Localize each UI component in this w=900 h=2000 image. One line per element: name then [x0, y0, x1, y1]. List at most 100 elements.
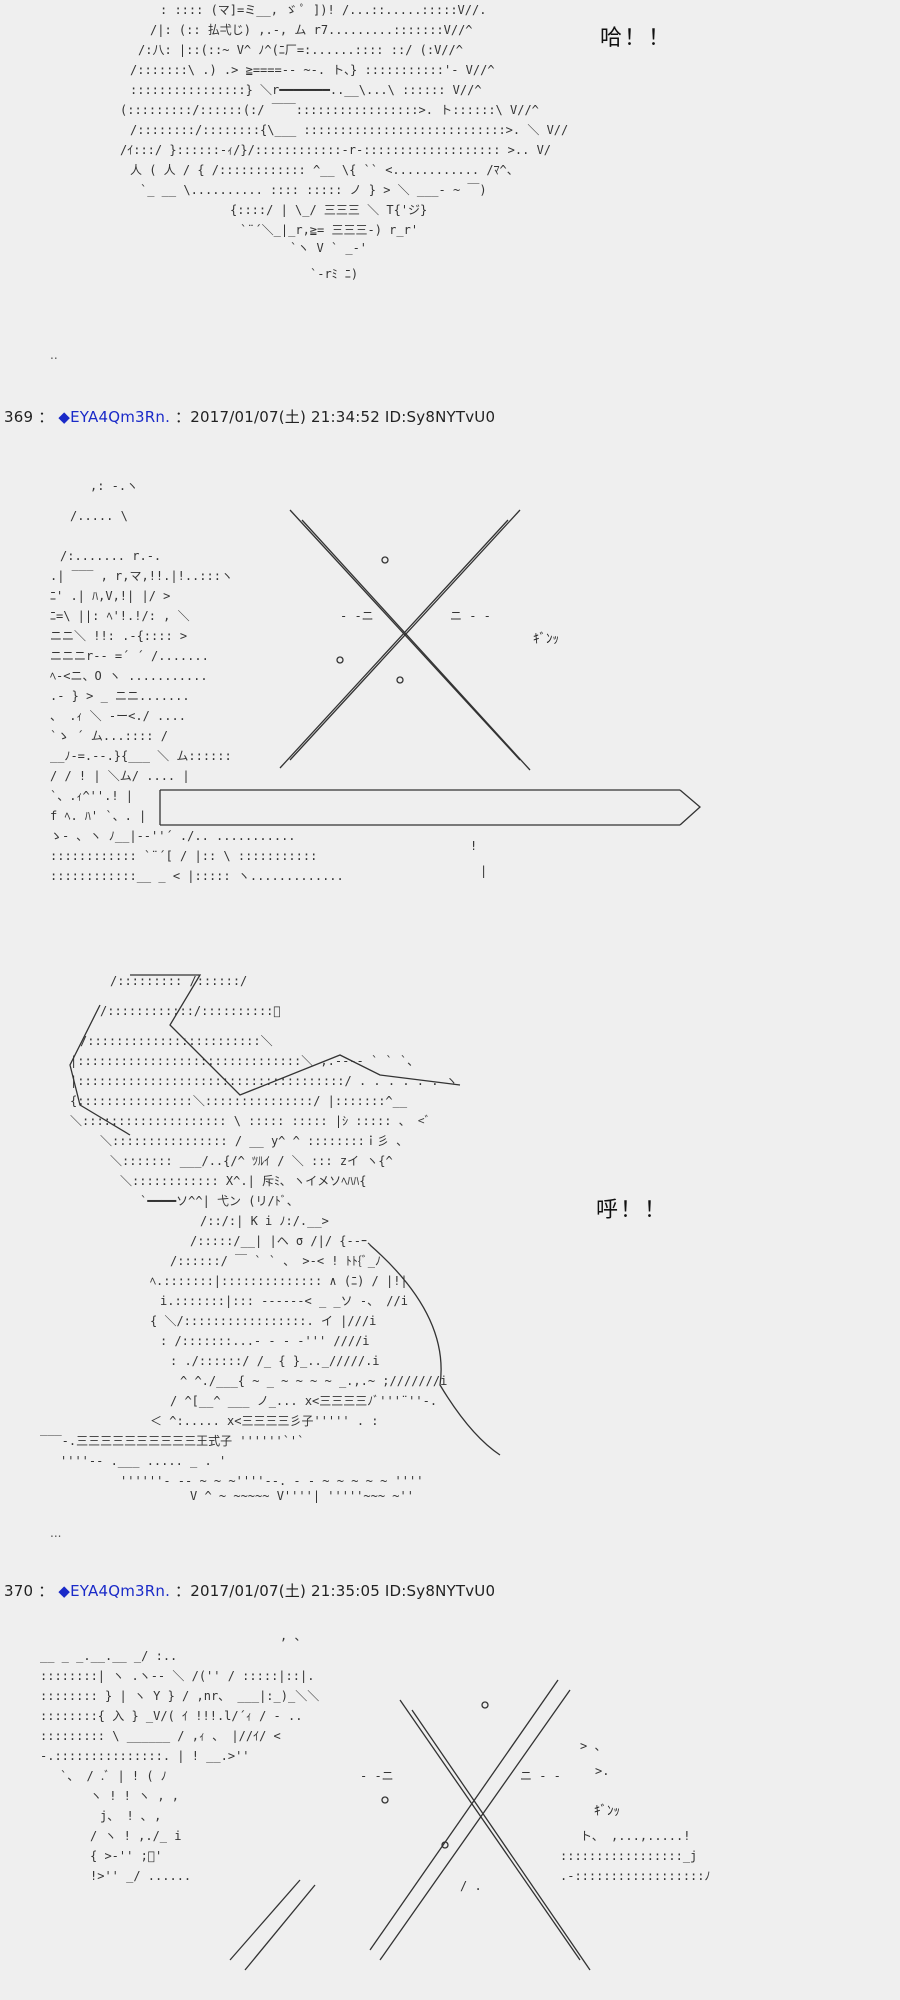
svg-text::::::::::::: `¨´[ / |::: :::::::::::: `¨´[ / |:: \ ::::::::::: [50, 849, 317, 863]
svg-text:/::::::::::::::::::::::::＼: /::::::::::::::::::::::::＼ [80, 1034, 273, 1048]
ellipsis-2: ... [50, 1526, 62, 1540]
post-header-370: 370 ： ◆EYA4Qm3Rn. ：2017/01/07(土) 21:35:0… [4, 1580, 495, 1601]
svg-text:.‐ } > _ ニニ.......: .‐ } > _ ニニ....... [50, 689, 190, 703]
ellipsis-1: .. [50, 348, 58, 362]
svg-text:,: -.ヽ: ,: -.ヽ [90, 479, 138, 493]
trip-code-link[interactable]: EYA4Qm3Rn. [70, 1582, 171, 1600]
post-datetime-id: ：2017/01/07(土) 21:34:52 ID:Sy8NYTvU0 [175, 408, 496, 426]
svg-text:^ ^./___{ ~ _ ~ ~ ~ ~ _.,.~: ^ ^./___{ ~ _ ~ ~ ~ ~ _.,.~ ;///////i [180, 1374, 447, 1388]
svg-text:`¨´＼_|_r,≧= 三三三-) r_r': `¨´＼_|_r,≧= 三三三-) r_r' [240, 223, 418, 237]
svg-text:- -ニ: - -ニ [360, 1769, 394, 1783]
svg-text:ヽ ! ! ヽ , ,: ヽ ! ! ヽ , , [90, 1789, 179, 1803]
svg-text:> 、: > 、 [580, 1739, 606, 1753]
post-separator: ： [38, 408, 54, 426]
svg-text:‐.:::::::::::::::. | !: ‐.:::::::::::::::. | ! __.>'' [40, 1749, 250, 1763]
svg-text:ニニニr-- =´ ´ /.......: ニニニr-- =´ ´ /....... [50, 649, 209, 663]
svg-text:`、 / .ﾞ | ! ( ﾉ: `、 / .ﾞ | ! ( ﾉ [60, 1769, 167, 1783]
post-datetime-id: ：2017/01/07(土) 21:35:05 ID:Sy8NYTvU0 [175, 1582, 496, 1600]
svg-text:/:八: |::(::~ V^ ﾉ^(ﾆ厂=:: /:八: |::(::~ V^ ﾉ^(ﾆ厂=:......:::: ::/ (:… [138, 43, 463, 57]
post-number: 369 [4, 408, 34, 426]
svg-text:ニニ＼ !!: .-{:::: >: ニニ＼ !!: .-{:::: > [50, 629, 187, 643]
svg-text:/|: (:: 払弌じ) ,.-, ム r7: /|: (:: 払弌じ) ,.-, ム r7.........:::::::V/… [150, 23, 473, 37]
svg-text:`ゝ ´ ム...:::: /: `ゝ ´ ム...:::: / [50, 729, 168, 743]
svg-text:::::::::{ 入 } _V/( ｲ !: ::::::::{ 入 } _V/( ｲ !!!.l/´ｨ / - .. [40, 1709, 302, 1723]
svg-text:.| ‾‾‾ , r,マ,!!.|!..:::ヽ: .| ‾‾‾ , r,マ,!!.|!..:::ヽ [50, 569, 233, 583]
ascii-art-second-clash: - -ニ ニ - - , 、 __ _ _.__.__ _/ :.. :::::… [40, 1629, 711, 1971]
sfx-gin-2: ｷﾞﾝｯ [594, 1804, 620, 1819]
svg-text:`_ __ \.......... :::: :: `_ __ \.......... :::: ::::: ノ } > ＼ ___… [140, 183, 487, 197]
svg-text:::::::::| ヽ .ヽ-- ＼ /('': ::::::::| ヽ .ヽ-- ＼ /('' / :::::|::|. [40, 1669, 314, 1683]
svg-text:__ﾉ-=.--.}{___ ＼ ム::::::: __ﾉ-=.--.}{___ ＼ ム:::::: [50, 749, 232, 763]
svg-text:、 .ｨ ＼ -ー<./ ....: 、 .ｨ ＼ -ー<./ .... [50, 709, 186, 723]
svg-text:/::::::/ ￣ ` ` 、 >‐< ! ﾄ: /::::::/ ￣ ` ` 、 >‐< ! ﾄﾄ{ﾞ_ﾉ [170, 1254, 381, 1268]
svg-text:.-::::::::::::::::::ﾉ: .-::::::::::::::::::ﾉ [560, 1869, 711, 1883]
svg-text:ニ - -: ニ - - [450, 609, 491, 623]
svg-text::::::::: } | ヽ Y }: :::::::: } | ヽ Y } / ,nr、 ___|:_)_＼＼ [40, 1689, 319, 1703]
svg-text:: ./::::::/ /_ { }_: : ./::::::/ /_ { }_.._/////.i [170, 1354, 380, 1368]
svg-text:ﾍ.:::::::|:::::::::::::: ∧ (: ﾍ.:::::::|:::::::::::::: ∧ (ﾆ) / |!| [150, 1274, 408, 1288]
svg-text:, 、: , 、 [280, 1629, 306, 1643]
sfx-hu: 呼！！ [596, 1198, 669, 1223]
svg-text:{::::::::::::::::＼::::::::::::: {::::::::::::::::＼:::::::::::::::/ |::::… [70, 1094, 408, 1108]
svg-text:ト、 ,...,.....!: ト、 ,...,.....! [580, 1829, 690, 1843]
svg-text:::::::::::::::::} ＼r━━━━━━━.._: ::::::::::::::::} ＼r━━━━━━━..__\...\ :::… [130, 83, 482, 97]
svg-text:f ﾍ. ﾊ' `、. |: f ﾍ. ﾊ' `、. | [50, 809, 146, 823]
post-separator: ： [38, 1582, 54, 1600]
svg-text:!>'' _/ ......: !>'' _/ ...... [90, 1869, 191, 1883]
svg-text::::::::::::::::::_j: :::::::::::::::::_j [560, 1849, 697, 1863]
sfx-ha: 哈！！ [600, 26, 673, 51]
svg-text:|:::::::::::::::::::::::::::::: |:::::::::::::::::::::::::::::::＼ ,.----… [70, 1054, 419, 1068]
svg-text:/ ^[__^ ___ ノ_... x<三三三三ﾉﾞ': / ^[__^ ___ ノ_... x<三三三三ﾉﾞ'''¨''-. [170, 1394, 437, 1408]
svg-text:::::::::: \ ______ / ,ｨ 、 |: ::::::::: \ ______ / ,ｨ 、 |//ｲ/ < [40, 1729, 281, 1743]
svg-text:- -ニ: - -ニ [340, 609, 374, 623]
sfx-gin-1: ｷﾞﾝｯ [533, 632, 559, 647]
svg-text:ﾍ‐<ニ、O ヽ ...........: ﾍ‐<ニ、O ヽ ........... [50, 669, 208, 683]
svg-text:＼:::::::::::::::::::: \ ::: ＼:::::::::::::::::::: \ ::::: ::::: |ｼ :… [70, 1114, 431, 1128]
svg-text:__ _ _.__.__ _/: __ _ _.__.__ _/ :.. [40, 1649, 177, 1663]
svg-text:''''-- .___ ..... _: ''''-- .___ ..... _ . ' [60, 1454, 226, 1468]
svg-text:ﾆ=\ ||: ﾍ'!.!/: , ＼: ﾆ=\ ||: ﾍ'!.!/: , ＼ [50, 609, 190, 623]
svg-text:/::::::::::::/::::::::::ﾞ: /::::::::::::/::::::::::ﾞ [100, 1004, 281, 1018]
svg-text:ゝ- ､ ヽ ﾉ__|--''´ ./.. ..: ゝ- ､ ヽ ﾉ__|--''´ ./.. ........... [50, 829, 296, 843]
svg-text:`、.ｨ^''.! |: `、.ｨ^''.! | [50, 789, 133, 803]
svg-text:/ｲ:::/ }::::::-ｨ/}/:::::::::: /ｲ:::/ }::::::-ｨ/}/::::::::::::-r-::::::… [120, 143, 551, 157]
svg-text:/ / ! | ＼ム/ .... |: / / ! | ＼ム/ .... | [50, 769, 190, 783]
svg-text:>.: >. [595, 1764, 609, 1778]
svg-text:(:::::::::/::::::(:/ ￣￣:::::::: (:::::::::/::::::(:/ ￣￣:::::::::::::::::… [120, 103, 539, 117]
svg-text:/::::::::: /::::::/: /::::::::: /::::::/ [110, 974, 247, 988]
ascii-art-hat-girl: /::::::::: /::::::/ /::::::::::::/::::::… [40, 974, 501, 1503]
svg-text:/::::::::/::::::::{\___ :::::: /::::::::/::::::::{\___ ::::::::::::::::… [130, 123, 568, 137]
svg-text:: /:::::::...- - - -''': : /:::::::...- - - -''' ////i [160, 1334, 370, 1348]
svg-text:＜ ^:..... x<三三三三彡子''''': ＜ ^:..... x<三三三三彡子''''' . : [150, 1414, 379, 1428]
svg-text:::::::::::::__ _ < |: ::::::::::::__ _ < |::::: ヽ............. [50, 869, 344, 883]
svg-text:j、 ! ､ ,: j、 ! ､ , [100, 1809, 161, 1823]
svg-text:|: | [480, 864, 487, 878]
svg-text:‾‾‾-.三三三三三三三三三三王式子 ''''''`'`: ‾‾‾-.三三三三三三三三三三王式子 ''''''`'` [40, 1434, 304, 1448]
svg-text:V ^ ~ ~~~~~ V''': V ^ ~ ~~~~~ V''''| '''''~~~ ~'' [190, 1489, 414, 1503]
svg-text:/:::::::\ .) .> ≧====-- ~-. ト: /:::::::\ .) .> ≧====-- ~-. ト、} ::::::::… [130, 63, 495, 77]
svg-text:!: ! [470, 839, 477, 853]
svg-text:{ ＼/:::::::::::::::::. イ: { ＼/:::::::::::::::::. イ |///i [150, 1314, 376, 1328]
svg-text:/..... \: /..... \ [70, 509, 128, 523]
svg-text:/:::::/__| |ヘ σ /|/ {‐: /:::::/__| |ヘ σ /|/ {‐-ｰ、 [190, 1234, 379, 1248]
svg-text:{ >-'' ;ﾞ': { >-'' ;ﾞ' [90, 1849, 162, 1863]
svg-text:`ヽ V ` _-': `ヽ V ` _-' [290, 241, 367, 255]
svg-text:＼:::::::::::::::: / __ y^ ^: ＼:::::::::::::::: / __ y^ ^ ::::::::ｉ彡 、 [100, 1134, 408, 1148]
svg-text:: :::: (マ]=ミ__, ゞ ﾟ ])! /..: : :::: (マ]=ミ__, ゞ ﾟ ])! /...::.....:::::… [160, 3, 486, 17]
svg-text:i.:::::::|::: ------< _ _ソ ‐、: i.:::::::|::: ------< _ _ソ ‐、 //i [160, 1294, 408, 1308]
svg-text:/ ヽ ! ,./_ i: / ヽ ! ,./_ i [90, 1829, 181, 1843]
trip-marker: ◆ [58, 408, 71, 426]
svg-text:''''''- -- ~ ~ ~''''--. - -: ''''''- -- ~ ~ ~''''--. - - ~ ~ ~ ~ ~ ''… [120, 1474, 423, 1488]
svg-text:/ .: / . [460, 1879, 482, 1893]
svg-text:|:::::::::::::::::::::::::::::: |:::::::::::::::::::::::::::::::::::::/ … [70, 1074, 458, 1088]
trip-code-link[interactable]: EYA4Qm3Rn. [70, 408, 171, 426]
post-header-369: 369 ： ◆EYA4Qm3Rn. ：2017/01/07(土) 21:34:5… [4, 406, 495, 427]
svg-text:`━━━━ソ^^| 弋ン (リ/ﾄﾞ、: `━━━━ソ^^| 弋ン (リ/ﾄﾞ、 [140, 1194, 299, 1208]
svg-text:ﾆ' .| ﾊ,V,!| |/ >: ﾆ' .| ﾊ,V,!| |/ > [50, 589, 170, 603]
trip-marker: ◆ [58, 1582, 71, 1600]
svg-text:人 ( 人 / { /:::::::::::: ^: 人 ( 人 / { /:::::::::::: ^__ \{ `` <.....… [130, 163, 519, 177]
svg-text:＼::::::: ___/..{/^ ﾂﾙｲ / ＼: ＼::::::: ___/..{/^ ﾂﾙｲ / ＼ ::: zイ ヽ{^ [110, 1154, 393, 1168]
svg-text:/::/:| K i ﾉ:/.__>: /::/:| K i ﾉ:/.__> [200, 1214, 329, 1228]
ascii-art-sword-clash: - -ニ ニ - - ,: -.ヽ /..... \ /:....... r.-… [50, 479, 701, 883]
post-number: 370 [4, 1582, 34, 1600]
